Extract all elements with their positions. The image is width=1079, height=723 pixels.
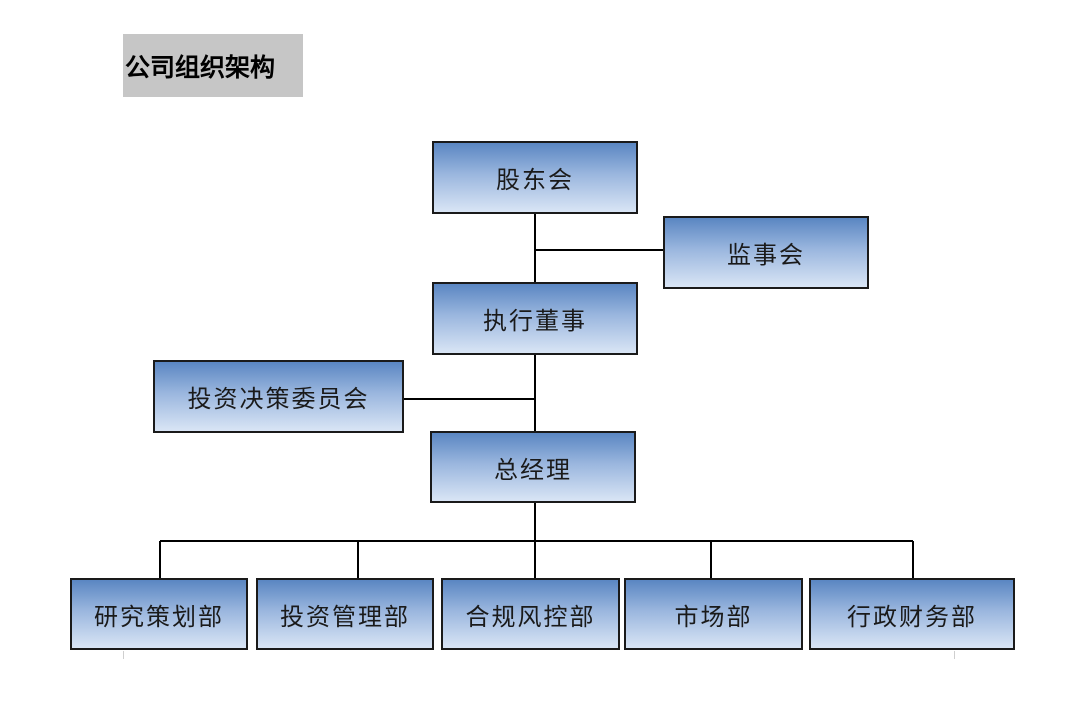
node-shareholders: 股东会 [432, 141, 638, 214]
node-supervisors: 监事会 [663, 216, 869, 289]
node-dept-admin-finance: 行政财务部 [809, 578, 1015, 650]
node-investment-committee: 投资决策委员会 [153, 360, 404, 433]
page-title: 公司组织架构 [125, 52, 276, 82]
page-corner-mark-left [123, 651, 124, 659]
title-box: 公司组织架构 [123, 34, 303, 97]
node-dept-investment: 投资管理部 [256, 578, 434, 650]
node-executive-director: 执行董事 [432, 282, 638, 355]
node-dept-research: 研究策划部 [70, 578, 248, 650]
node-dept-marketing: 市场部 [624, 578, 803, 650]
page-corner-mark-right [954, 651, 955, 659]
node-dept-compliance: 合规风控部 [441, 578, 620, 650]
node-general-manager: 总经理 [430, 431, 636, 503]
